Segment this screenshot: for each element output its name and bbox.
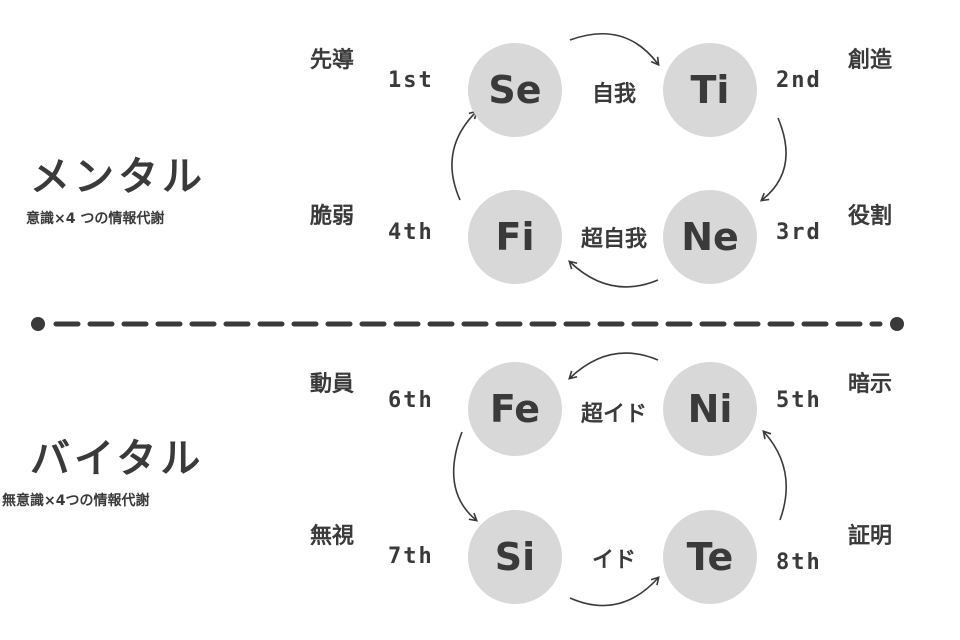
node-fe: Fe <box>468 362 562 456</box>
role-ni: 暗示 <box>848 372 893 397</box>
vital-title: バイタル <box>30 436 205 482</box>
node-te: Te <box>663 510 757 604</box>
arrow-fe-si <box>452 431 479 522</box>
ordinal-ti: 2nd <box>776 68 822 93</box>
role-fe: 動員 <box>310 372 355 397</box>
mental-title: メンタル <box>30 154 206 200</box>
vital-subtitle: 無意識×4つの情報代謝 <box>2 493 150 509</box>
ordinal-ni: 5th <box>776 388 822 413</box>
ordinal-fi: 4th <box>388 220 434 245</box>
ordinal-se: 1st <box>388 68 434 93</box>
role-ne: 役割 <box>848 204 893 229</box>
ordinal-te: 8th <box>776 550 822 575</box>
node-si: Si <box>468 510 562 604</box>
mental-subtitle: 意識×4 つの情報代謝 <box>26 211 165 227</box>
role-te: 証明 <box>848 524 893 549</box>
node-se: Se <box>468 43 562 137</box>
role-si: 無視 <box>310 524 355 549</box>
label-superid: 超イド <box>580 402 647 427</box>
arrow-ti-ne <box>759 117 787 202</box>
node-fi: Fi <box>468 190 562 284</box>
ordinal-ne: 3rd <box>776 220 822 245</box>
ordinal-fe: 6th <box>388 388 434 413</box>
arrow-ne-fi <box>568 260 659 288</box>
node-ti: Ti <box>663 43 757 137</box>
arrow-te-ni <box>762 430 787 521</box>
role-se: 先導 <box>310 48 355 73</box>
arrow-fi-se <box>451 110 478 201</box>
role-fi: 脆弱 <box>310 204 355 229</box>
section-divider <box>31 317 904 331</box>
ordinal-si: 7th <box>388 544 434 569</box>
node-ne: Ne <box>663 190 757 284</box>
arrow-si-te <box>569 576 660 607</box>
label-id: イド <box>591 548 636 573</box>
label-ego: 自我 <box>591 82 636 107</box>
arrow-ni-fe <box>568 352 659 380</box>
arrow-se-ti <box>569 33 660 67</box>
node-ni: Ni <box>663 362 757 456</box>
role-ti: 創造 <box>848 48 893 73</box>
label-superego: 超自我 <box>580 227 647 252</box>
